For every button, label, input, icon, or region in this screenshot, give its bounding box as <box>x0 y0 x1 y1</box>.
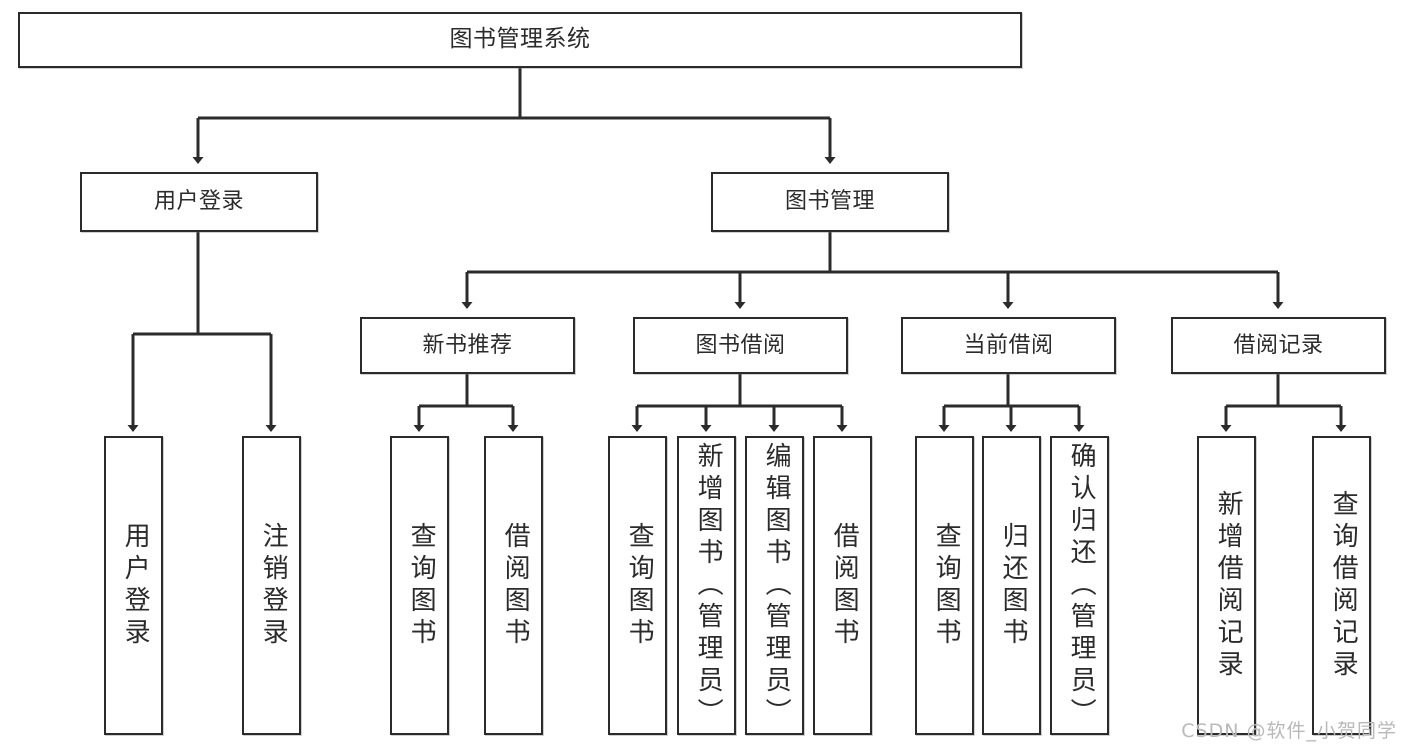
node-label: 新增借阅记录 <box>1213 489 1244 682</box>
leaf-borrow-book[interactable]: 借阅图书 <box>813 436 872 735</box>
node-label: 借阅图书 <box>500 521 531 650</box>
leaf-add-borrow-record[interactable]: 新增借阅记录 <box>1197 436 1256 735</box>
leaf-logout[interactable]: 注销登录 <box>242 436 301 735</box>
csdn-watermark: CSDN @软件_小贺同学 <box>1181 720 1397 742</box>
leaf-query-book-recommend[interactable]: 查询图书 <box>390 436 449 735</box>
node-label: 新书推荐 <box>422 332 513 358</box>
leaf-borrow-book-recommend[interactable]: 借阅图书 <box>484 436 543 735</box>
leaf-query-borrow-record[interactable]: 查询借阅记录 <box>1312 436 1371 735</box>
node-book-management[interactable]: 图书管理 <box>711 172 949 232</box>
node-root-system[interactable]: 图书管理系统 <box>18 12 1022 68</box>
node-label: 用户登录 <box>153 189 244 215</box>
node-label: 图书管理 <box>784 189 875 215</box>
node-label: 借阅图书 <box>829 521 860 650</box>
node-user-login[interactable]: 用户登录 <box>80 172 318 232</box>
node-label: 图书借阅 <box>695 332 786 358</box>
node-label: 查询图书 <box>624 521 655 650</box>
node-book-borrow[interactable]: 图书借阅 <box>633 317 848 374</box>
node-new-book-recommend[interactable]: 新书推荐 <box>360 317 575 374</box>
node-label: 当前借阅 <box>963 332 1054 358</box>
node-label: 图书管理系统 <box>449 26 591 53</box>
node-current-borrow[interactable]: 当前借阅 <box>901 317 1116 374</box>
node-label: 确认归还（管理员） <box>1066 441 1097 730</box>
node-label: 注销登录 <box>258 521 289 650</box>
node-label: 借阅记录 <box>1233 332 1324 358</box>
leaf-return-book[interactable]: 归还图书 <box>982 436 1041 735</box>
leaf-query-book-borrow[interactable]: 查询图书 <box>608 436 667 735</box>
node-label: 查询借阅记录 <box>1328 489 1359 682</box>
node-borrow-record[interactable]: 借阅记录 <box>1171 317 1386 374</box>
node-label: 归还图书 <box>998 521 1029 650</box>
leaf-add-book-admin[interactable]: 新增图书（管理员） <box>677 436 736 735</box>
node-label: 用户登录 <box>120 521 151 650</box>
leaf-confirm-return-admin[interactable]: 确认归还（管理员） <box>1050 436 1109 735</box>
node-label: 新增图书（管理员） <box>693 441 724 730</box>
node-label: 编辑图书（管理员） <box>761 441 792 730</box>
leaf-user-login[interactable]: 用户登录 <box>104 436 163 735</box>
leaf-query-book-current[interactable]: 查询图书 <box>915 436 974 735</box>
node-label: 查询图书 <box>931 521 962 650</box>
node-label: 查询图书 <box>406 521 437 650</box>
leaf-edit-book-admin[interactable]: 编辑图书（管理员） <box>745 436 804 735</box>
